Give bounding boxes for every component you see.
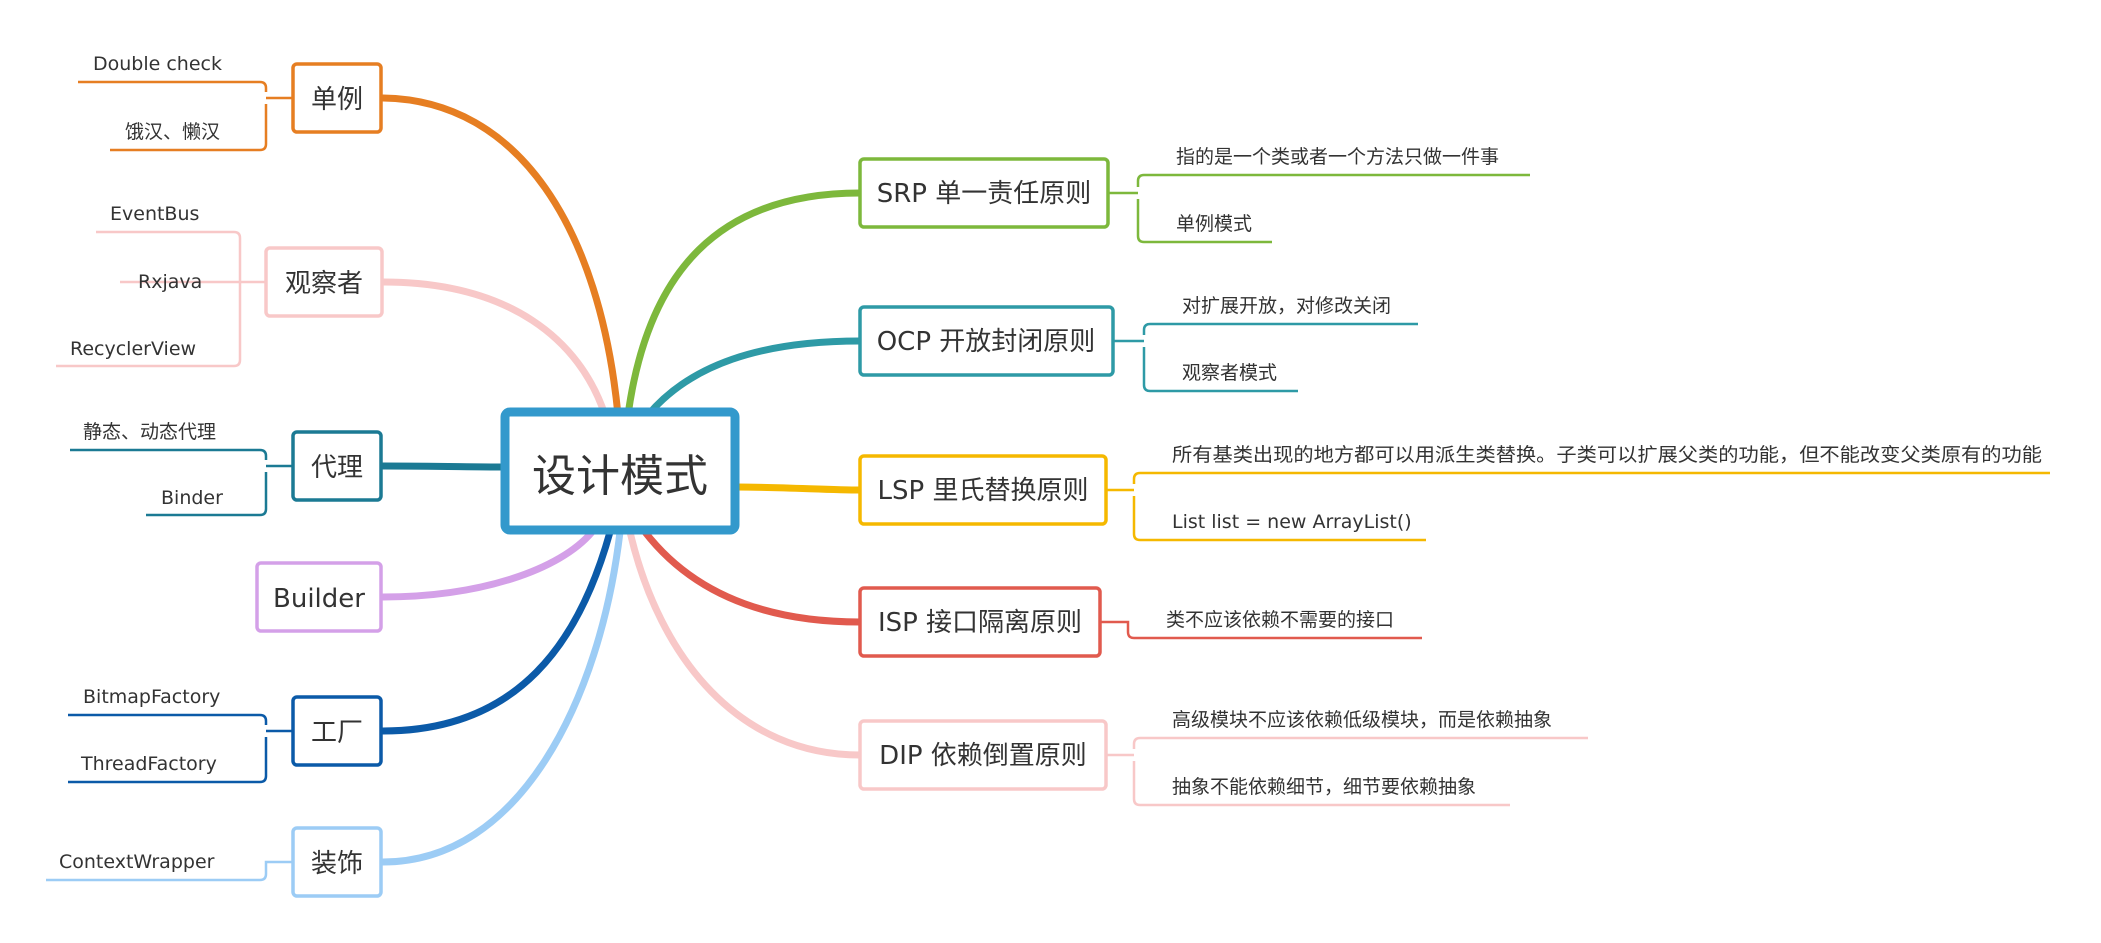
subconn-ocp (1113, 322, 1418, 393)
right-sub-connectors (1100, 173, 2050, 807)
leaf-threadfactory: ThreadFactory (80, 753, 217, 775)
branch-label: 工厂 (311, 718, 363, 748)
subconn-dip (1106, 736, 1588, 807)
leaf-static-dynamic-proxy: 静态、动态代理 (83, 421, 216, 443)
leaf-isp-definition: 类不应该依赖不需要的接口 (1166, 609, 1394, 631)
branch-lsp[interactable]: LSP 里氏替换原则 (858, 454, 1108, 526)
branch-factory[interactable]: 工厂 (291, 695, 383, 767)
subconn-proxy (70, 448, 293, 517)
branch-proxy[interactable]: 代理 (291, 430, 383, 502)
leaf-recyclerview: RecyclerView (70, 338, 196, 360)
main-connectors (379, 94, 864, 866)
branch-label: LSP 里氏替换原则 (878, 476, 1089, 506)
leaf-dip-definition-1: 高级模块不应该依赖低级模块，而是依赖抽象 (1172, 709, 1552, 731)
branch-label: 单例 (311, 85, 363, 115)
leaf-dip-definition-2: 抽象不能依赖细节，细节要依赖抽象 (1172, 776, 1476, 798)
connector-isp (641, 528, 864, 626)
branch-label: SRP 单一责任原则 (877, 179, 1092, 209)
branch-decorator[interactable]: 装饰 (291, 826, 383, 898)
branch-label: Builder (273, 584, 365, 614)
subconn-factory (68, 713, 293, 784)
leaf-srp-definition: 指的是一个类或者一个方法只做一件事 (1176, 146, 1499, 168)
leaf-ocp-example: 观察者模式 (1182, 362, 1277, 384)
branch-observer[interactable]: 观察者 (264, 246, 384, 318)
branch-isp[interactable]: ISP 接口隔离原则 (858, 586, 1102, 658)
connector-observer (379, 278, 609, 419)
branch-label: DIP 依赖倒置原则 (879, 741, 1087, 771)
subconn-observer (56, 230, 266, 368)
connector-dip (626, 528, 864, 759)
leaf-lsp-example: List list = new ArrayList() (1172, 511, 1412, 533)
leaf-lsp-definition: 所有基类出现的地方都可以用派生类替换。子类可以扩展父类的功能，但不能改变父类原有… (1172, 444, 2042, 466)
branch-dip[interactable]: DIP 依赖倒置原则 (858, 719, 1108, 791)
connector-builder (379, 528, 596, 601)
connector-ocp (644, 337, 864, 419)
leaf-double-check: Double check (93, 53, 222, 75)
left-sub-connectors (46, 80, 293, 882)
root-label: 设计模式 (532, 451, 708, 502)
branch-label: 观察者 (285, 269, 363, 299)
subconn-isp (1100, 620, 1422, 640)
leaf-rxjava: Rxjava (138, 271, 202, 293)
branch-singleton[interactable]: 单例 (291, 62, 383, 134)
connector-singleton (379, 94, 622, 419)
leaf-bitmapfactory: BitmapFactory (83, 686, 220, 708)
branch-label: 代理 (311, 453, 363, 483)
leaf-eager-lazy: 饿汉、懒汉 (125, 121, 220, 143)
connector-lsp (732, 483, 864, 494)
branch-srp[interactable]: SRP 单一责任原则 (858, 157, 1110, 229)
subconn-srp (1108, 173, 1530, 244)
connector-proxy (379, 462, 509, 471)
connector-decorator (379, 528, 624, 866)
branch-label: OCP 开放封闭原则 (877, 327, 1096, 357)
connector-factory (379, 528, 614, 735)
branch-label: 装饰 (311, 849, 363, 879)
branch-label: ISP 接口隔离原则 (878, 608, 1082, 638)
leaf-ocp-definition: 对扩展开放，对修改关闭 (1182, 295, 1391, 317)
branch-ocp[interactable]: OCP 开放封闭原则 (858, 305, 1115, 377)
leaf-srp-example: 单例模式 (1176, 213, 1252, 235)
leaf-eventbus: EventBus (110, 203, 199, 225)
root-node[interactable]: 设计模式 (500, 407, 740, 535)
subconn-lsp (1106, 471, 2050, 542)
leaf-binder: Binder (161, 487, 223, 509)
subconn-singleton (78, 80, 293, 152)
connector-srp (624, 189, 864, 419)
subconn-decorator (46, 860, 293, 882)
leaf-contextwrapper: ContextWrapper (59, 851, 215, 873)
branch-builder[interactable]: Builder (255, 561, 383, 633)
